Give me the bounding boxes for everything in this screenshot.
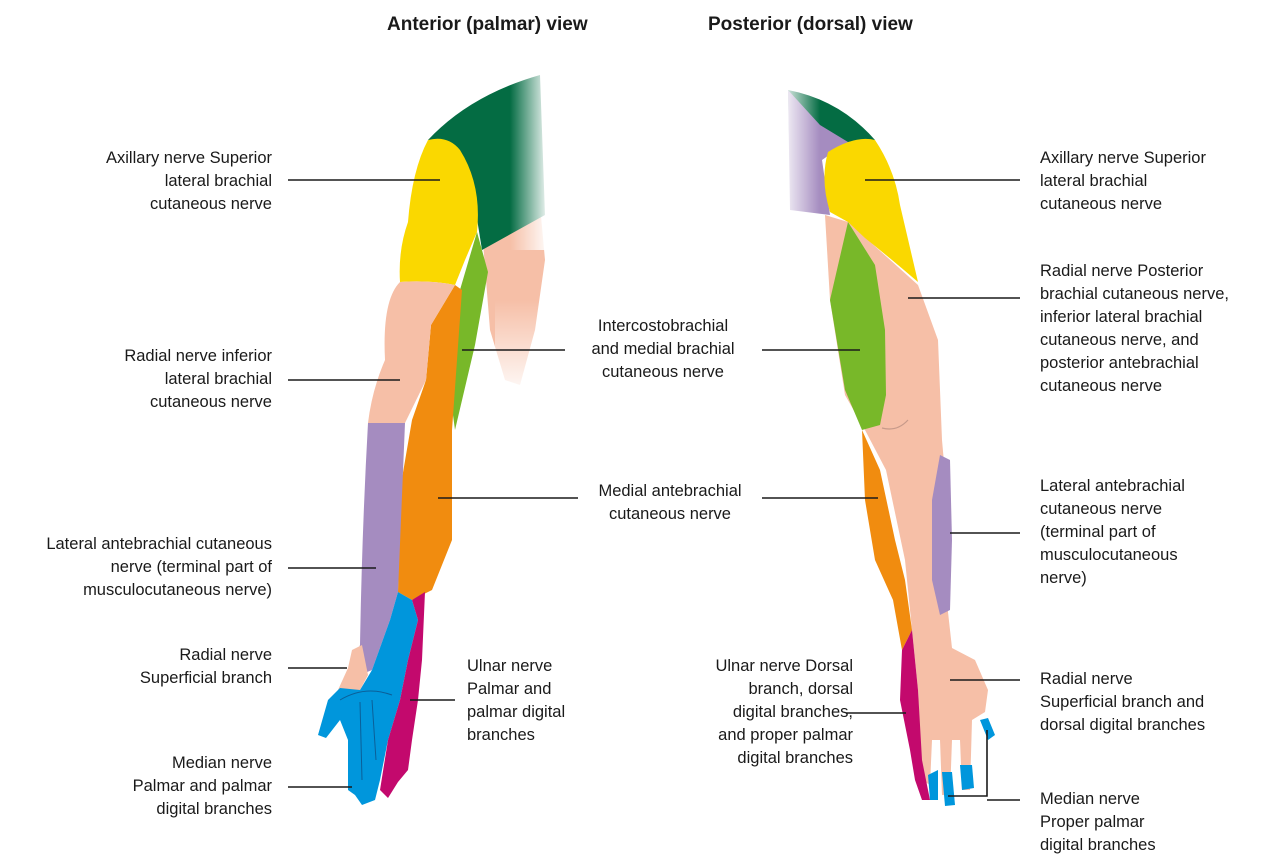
label-post-lateral-antebrachial: Lateral antebrachial cutaneous nerve (te…	[1040, 475, 1185, 590]
label-medial-antebrachial: Medial antebrachial cutaneous nerve	[580, 480, 760, 526]
label-post-median: Median nerve Proper palmar digital branc…	[1040, 788, 1156, 857]
label-post-radial-posterior: Radial nerve Posterior brachial cutaneou…	[1040, 260, 1229, 398]
label-ant-axillary: Axillary nerve Superior lateral brachial…	[106, 147, 272, 216]
label-post-axillary: Axillary nerve Superior lateral brachial…	[1040, 147, 1206, 216]
label-ant-ulnar: Ulnar nerve Palmar and palmar digital br…	[467, 655, 565, 747]
label-ant-radial-superficial: Radial nerve Superficial branch	[140, 644, 272, 690]
posterior-median-fingertip-1	[928, 770, 938, 800]
label-post-radial-superficial: Radial nerve Superficial branch and dors…	[1040, 668, 1205, 737]
anterior-shoulder-fade	[510, 70, 550, 250]
label-ant-radial-inferior: Radial nerve inferior lateral brachial c…	[124, 345, 272, 414]
anterior-view-title: Anterior (palmar) view	[387, 14, 588, 36]
posterior-median-fingertip-2	[942, 772, 955, 806]
posterior-view-title: Posterior (dorsal) view	[708, 14, 913, 36]
posterior-median-fingertip-3	[960, 765, 974, 790]
label-post-ulnar-dorsal: Ulnar nerve Dorsal branch, dorsal digita…	[715, 655, 853, 770]
posterior-shoulder-fade	[780, 85, 820, 235]
label-intercostobrachial: Intercostobrachial and medial brachial c…	[572, 315, 754, 384]
label-ant-lateral-antebrachial: Lateral antebrachial cutaneous nerve (te…	[46, 533, 272, 602]
label-ant-median: Median nerve Palmar and palmar digital b…	[133, 752, 272, 821]
